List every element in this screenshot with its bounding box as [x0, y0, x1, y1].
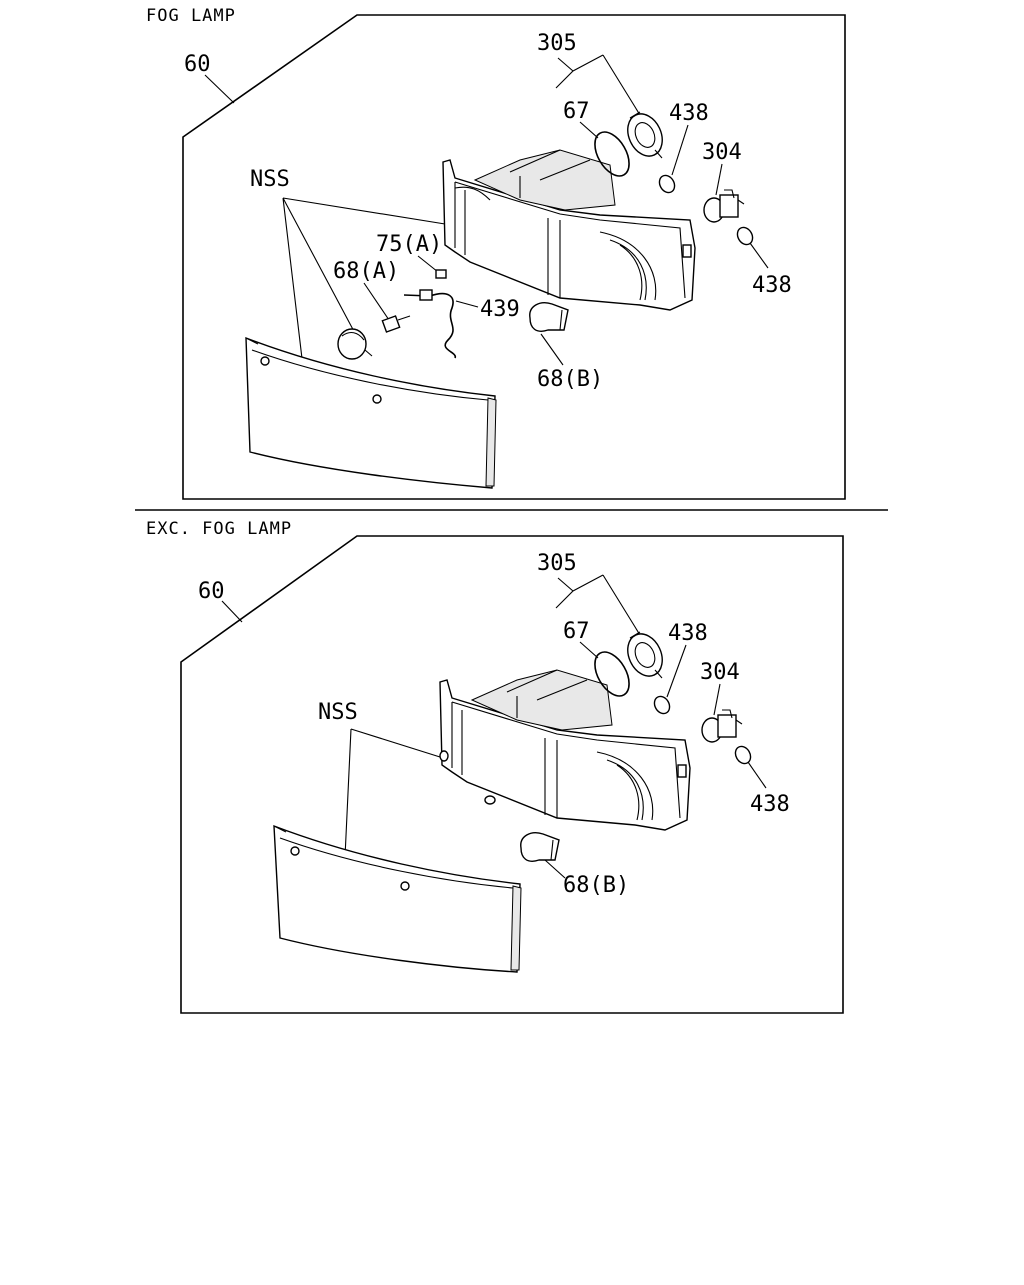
leader-304 — [715, 163, 723, 196]
socket-304 — [701, 709, 743, 743]
leader-439 — [455, 300, 479, 308]
cap-438-top — [653, 695, 671, 715]
section-title-exc-fog-lamp: EXC. FOG LAMP — [146, 519, 292, 539]
label-68b: 68(B) — [563, 873, 629, 898]
label-438-top: 438 — [668, 621, 708, 646]
assembly-frame — [180, 535, 844, 1014]
lens — [245, 336, 497, 489]
harness-439 — [403, 292, 456, 359]
leader-438-top — [666, 644, 687, 698]
lamp-housing — [439, 669, 691, 831]
leader-68b — [540, 333, 564, 366]
lens — [273, 824, 522, 973]
label-438-bottom: 438 — [752, 273, 792, 298]
leader-68b — [544, 859, 566, 879]
label-68a: 68(A) — [333, 259, 399, 284]
section-exc-fog-lamp: EXC. FOG LAMP 60 305 67 438 — [146, 519, 844, 1014]
label-304: 304 — [700, 660, 740, 685]
leader-nss — [282, 197, 446, 368]
bulb-75a — [435, 269, 447, 279]
leader-60 — [221, 600, 243, 623]
label-nss: NSS — [318, 700, 358, 725]
bulb-68b — [529, 302, 569, 332]
leader-60 — [204, 74, 235, 104]
cap-438-bottom — [734, 745, 752, 765]
leader-67 — [579, 121, 599, 139]
o-ring-67 — [594, 651, 630, 697]
label-438-bottom: 438 — [750, 792, 790, 817]
leader-nss — [344, 728, 441, 858]
label-439: 439 — [480, 297, 520, 322]
lamp-housing — [442, 149, 696, 311]
leader-438-top — [671, 124, 689, 176]
section-title-fog-lamp: FOG LAMP — [146, 6, 236, 26]
leader-67 — [579, 641, 599, 659]
socket-305 — [627, 631, 663, 679]
assembly-frame — [182, 14, 846, 500]
label-60: 60 — [198, 579, 225, 604]
leader-438-bottom — [749, 242, 769, 269]
label-305: 305 — [537, 31, 577, 56]
leader-304 — [713, 683, 721, 716]
label-438-top: 438 — [669, 101, 709, 126]
leader-68a — [363, 282, 390, 321]
fog-bulb-socket — [337, 315, 411, 360]
o-ring-67 — [594, 131, 630, 177]
leader-305 — [555, 54, 641, 116]
label-75a: 75(A) — [376, 232, 442, 257]
cap-438-bottom — [736, 226, 754, 246]
cap-438-top — [658, 174, 676, 194]
label-60: 60 — [184, 52, 211, 77]
label-305: 305 — [537, 551, 577, 576]
socket-305 — [627, 111, 663, 159]
socket-304 — [703, 189, 745, 223]
label-304: 304 — [702, 140, 742, 165]
label-68b: 68(B) — [537, 367, 603, 392]
leader-305 — [555, 574, 641, 636]
leader-438-bottom — [747, 761, 767, 789]
leader-75a — [417, 255, 439, 273]
label-67: 67 — [563, 619, 590, 644]
harness-connector — [419, 289, 433, 301]
bulb-68b — [520, 832, 560, 862]
label-67: 67 — [563, 99, 590, 124]
label-nss: NSS — [250, 167, 290, 192]
section-fog-lamp: FOG LAMP 60 305 67 4 — [146, 6, 846, 500]
